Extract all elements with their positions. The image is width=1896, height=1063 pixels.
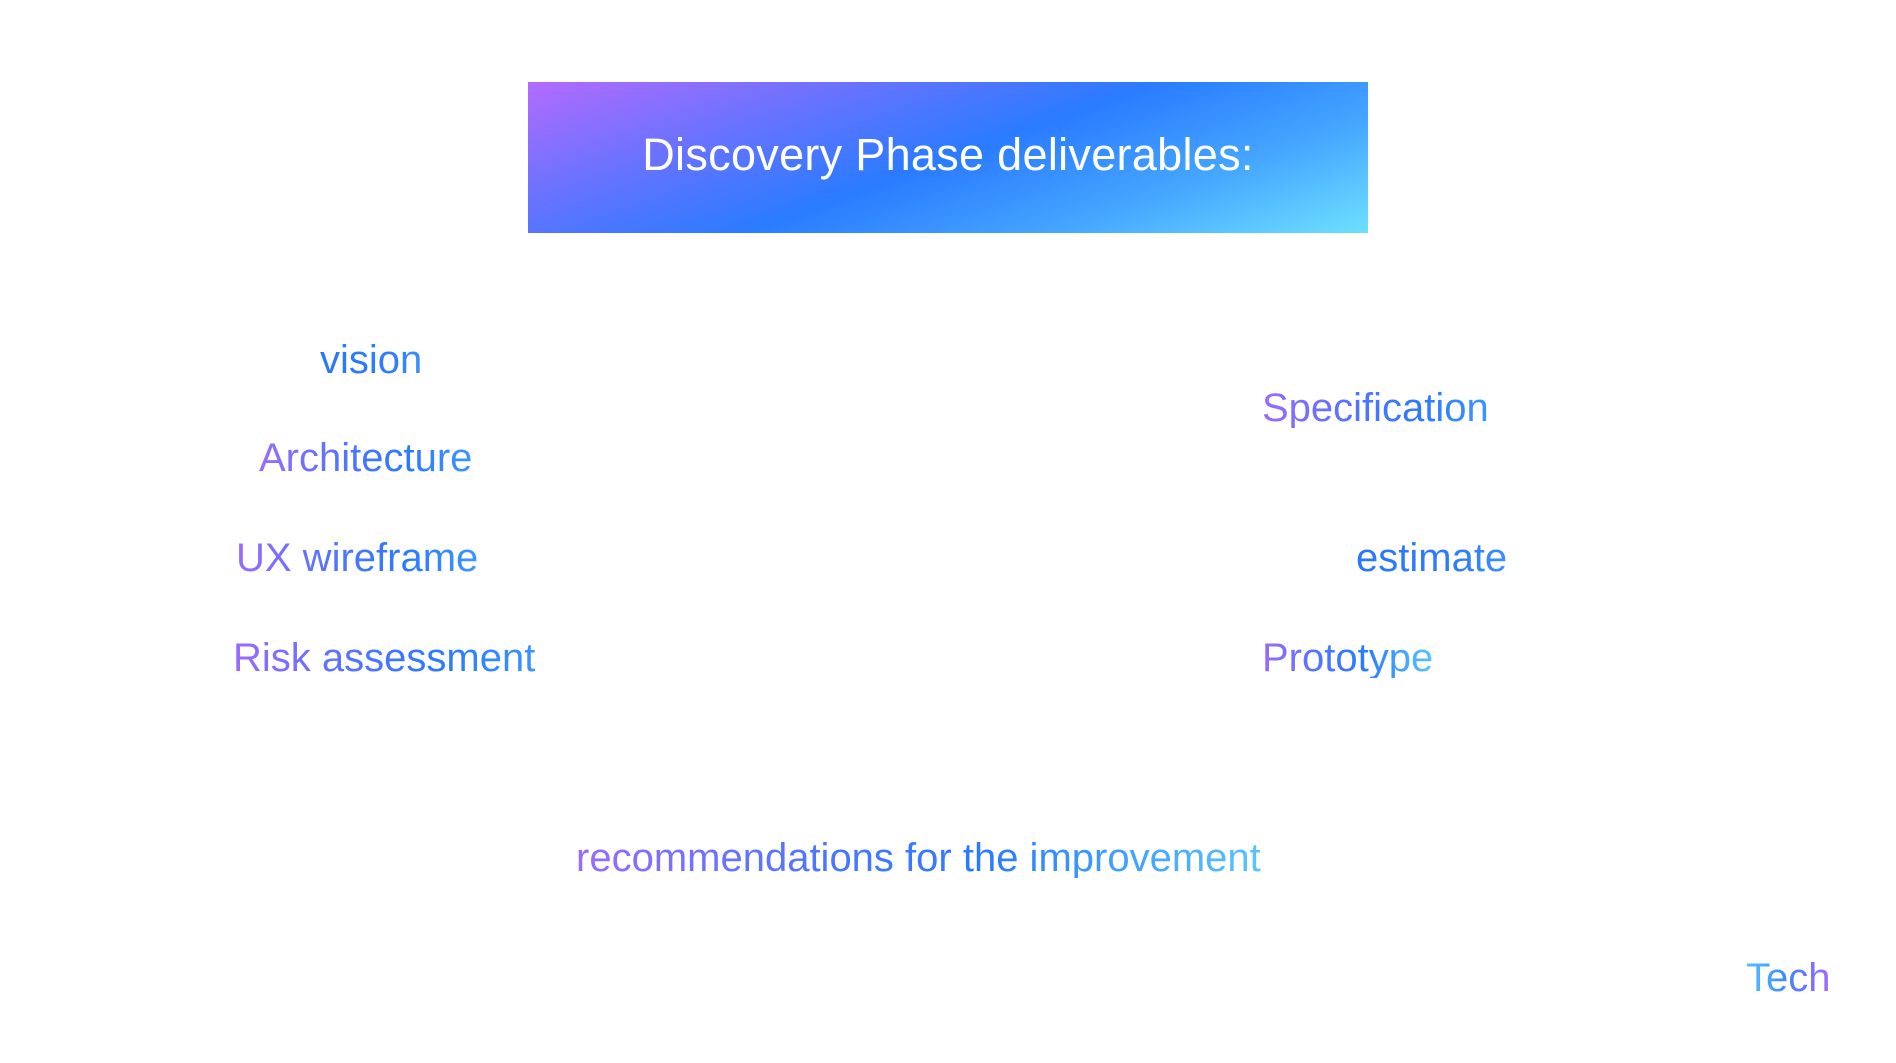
deliverable-specification: Specification <box>1262 386 1489 430</box>
deliverable-architecture: Architecture <box>259 436 473 480</box>
deliverable-prototype: Prototype <box>1262 636 1434 680</box>
deliverable-recommendations: recommendations for the improvement <box>576 836 1261 880</box>
deliverable-risk-assessment: Risk assessment <box>233 636 536 680</box>
deliverable-estimate: estimate <box>1356 536 1508 580</box>
deliverable-vision: vision <box>320 338 423 382</box>
title-banner: Discovery Phase deliverables: <box>528 82 1368 233</box>
deliverable-ux-wireframe: UX wireframe <box>236 536 479 580</box>
brand-logo: Tech <box>1746 956 1831 1000</box>
slide-title: Discovery Phase deliverables: <box>642 128 1254 180</box>
